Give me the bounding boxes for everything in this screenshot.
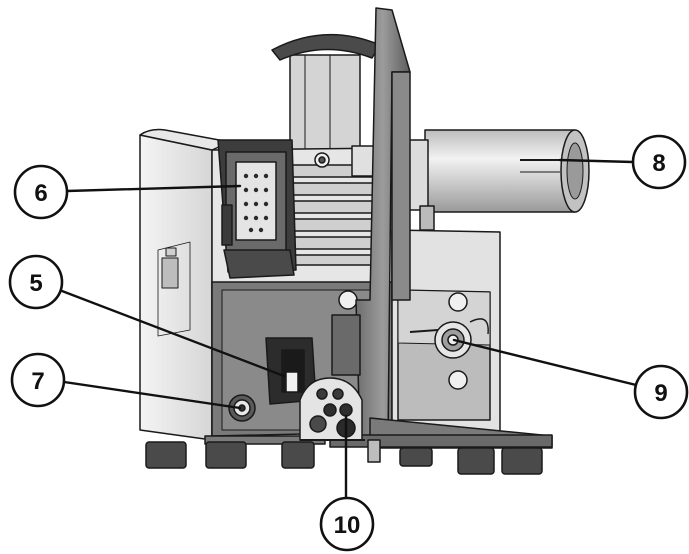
callout-7: 7: [10, 352, 66, 408]
device-illustration: [139, 7, 590, 475]
callout-10: 10: [319, 496, 375, 552]
callout-9: 9: [633, 364, 689, 420]
callout-label-7: 7: [31, 368, 44, 395]
callout-label-6: 6: [34, 180, 47, 207]
callout-8: 8: [631, 134, 687, 190]
fuse-holder: [265, 337, 317, 405]
round-switch: [228, 394, 256, 422]
feet: [145, 439, 543, 475]
multi-pin-connector: [217, 139, 297, 279]
cylinder: [403, 129, 590, 231]
leader-line-7: [62, 380, 242, 410]
callout-label-9: 9: [654, 380, 667, 407]
leader-line-5: [60, 289, 286, 378]
leader-line-9: [452, 338, 638, 387]
callout-6: 6: [13, 164, 69, 220]
callout-5: 5: [8, 254, 64, 310]
leader-line-6: [65, 184, 242, 193]
callouts: 6 5 7 8 9 10: [8, 134, 689, 552]
leader-lines: [60, 158, 638, 502]
callout-label-8: 8: [652, 150, 665, 177]
callout-label-5: 5: [29, 270, 42, 297]
top-cap: [271, 33, 381, 166]
callout-label-10: 10: [334, 512, 361, 539]
leader-line-8: [558, 158, 635, 164]
